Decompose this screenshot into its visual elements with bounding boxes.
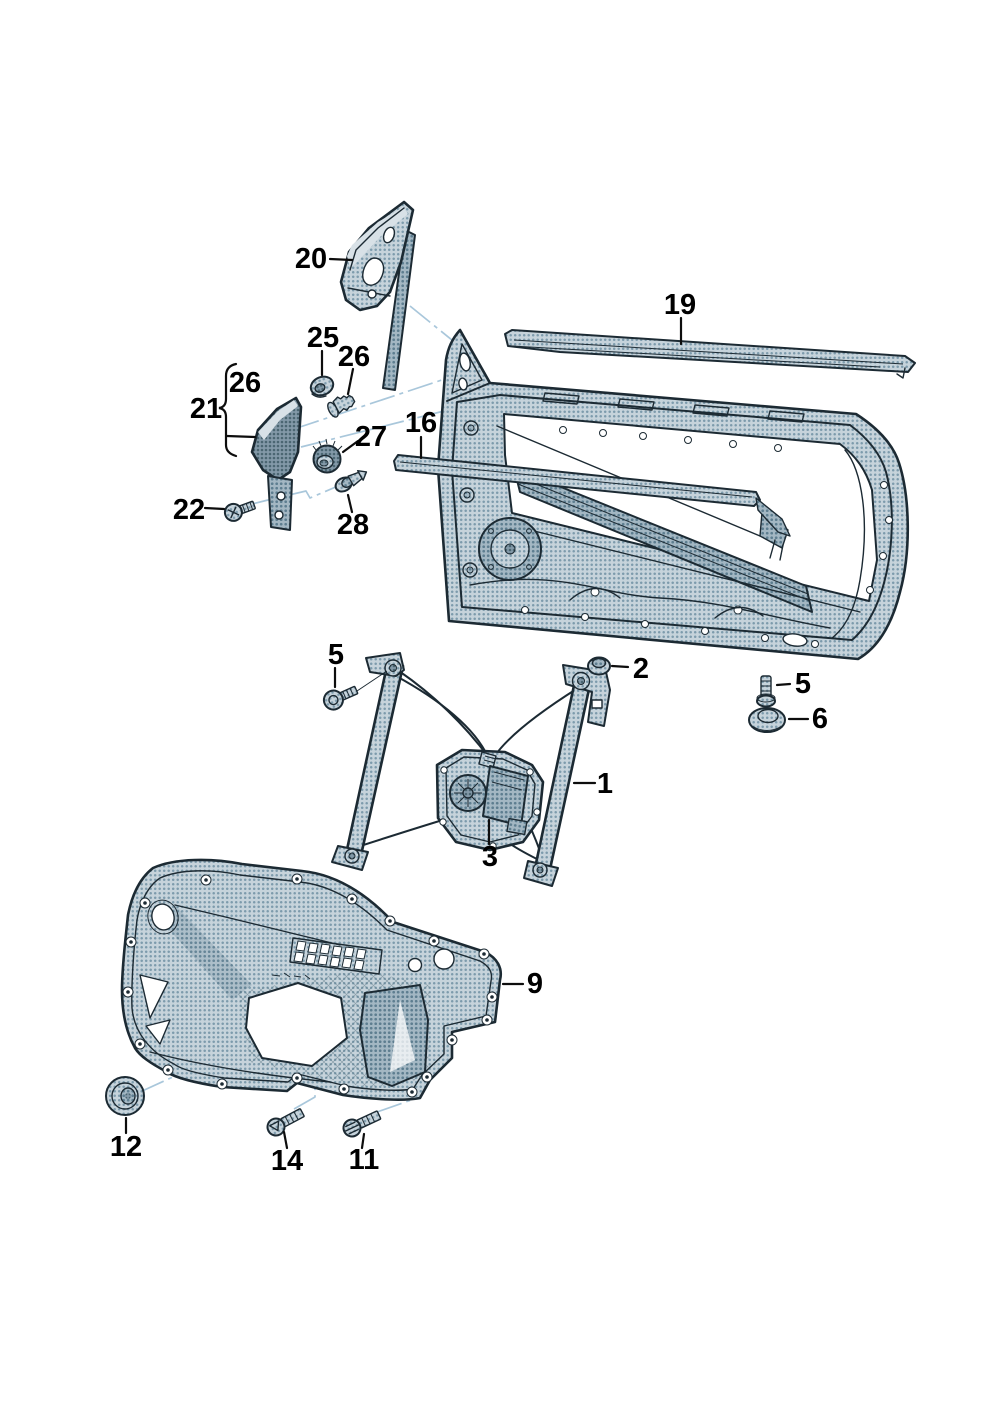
grommet-6 <box>748 707 786 733</box>
regulator-rail-right <box>523 664 611 887</box>
callout-19: 19 <box>664 289 696 321</box>
callout-28: 28 <box>337 509 369 541</box>
speaker-opening <box>478 517 542 581</box>
callout-6: 6 <box>812 703 828 735</box>
screw-5-right <box>756 675 776 708</box>
screw-11 <box>342 1110 382 1138</box>
callout-25: 25 <box>307 322 339 354</box>
callout-3: 3 <box>482 841 498 873</box>
clip-28 <box>334 469 368 493</box>
callout-labels: 20 25 26 26 21 22 27 28 16 19 5 2 1 3 5 … <box>110 243 828 1177</box>
door-panel-carrier <box>120 858 503 1101</box>
callout-22: 22 <box>173 494 205 526</box>
regulator-motor <box>435 748 545 852</box>
screw-22 <box>223 500 256 522</box>
screw-14 <box>266 1108 305 1137</box>
callout-27: 27 <box>355 421 387 453</box>
callout-9: 9 <box>527 968 543 1000</box>
hinge-side-bosses <box>459 420 479 578</box>
vent-window-frame <box>339 200 416 391</box>
callout-14: 14 <box>271 1145 303 1177</box>
door-vent-corner <box>446 329 491 402</box>
callout-21: 21 <box>190 393 222 425</box>
window-slot-seal-inner <box>393 454 791 537</box>
screw-5-left <box>322 670 388 711</box>
clip-26 <box>327 394 356 418</box>
callout-26-lower: 26 <box>229 367 261 399</box>
window-slot-seal-outer <box>504 329 916 379</box>
door-impact-beam <box>513 467 813 613</box>
grommet-25 <box>309 375 335 398</box>
nut-2 <box>587 656 611 676</box>
callout-26-upper: 26 <box>338 341 370 373</box>
window-regulator <box>331 652 611 887</box>
callout-20: 20 <box>295 243 327 275</box>
regulator-rail-left <box>331 652 405 871</box>
vent-slot-grid <box>289 937 383 975</box>
mirror-triangle-trim <box>250 396 303 531</box>
door-holes <box>521 426 893 648</box>
callout-leader-lines <box>124 257 810 1150</box>
panel-bolt-holes <box>122 873 498 1098</box>
callout-2: 2 <box>633 653 649 685</box>
callout-5-right: 5 <box>795 668 811 700</box>
callout-1: 1 <box>597 768 613 800</box>
grommet-27 <box>312 438 343 474</box>
callout-11: 11 <box>349 1144 380 1176</box>
callout-5-left: 5 <box>328 639 344 671</box>
top-edge-slots <box>542 392 805 423</box>
grommet-12 <box>105 1076 145 1116</box>
callout-12: 12 <box>110 1131 142 1163</box>
callout-16: 16 <box>405 407 437 439</box>
